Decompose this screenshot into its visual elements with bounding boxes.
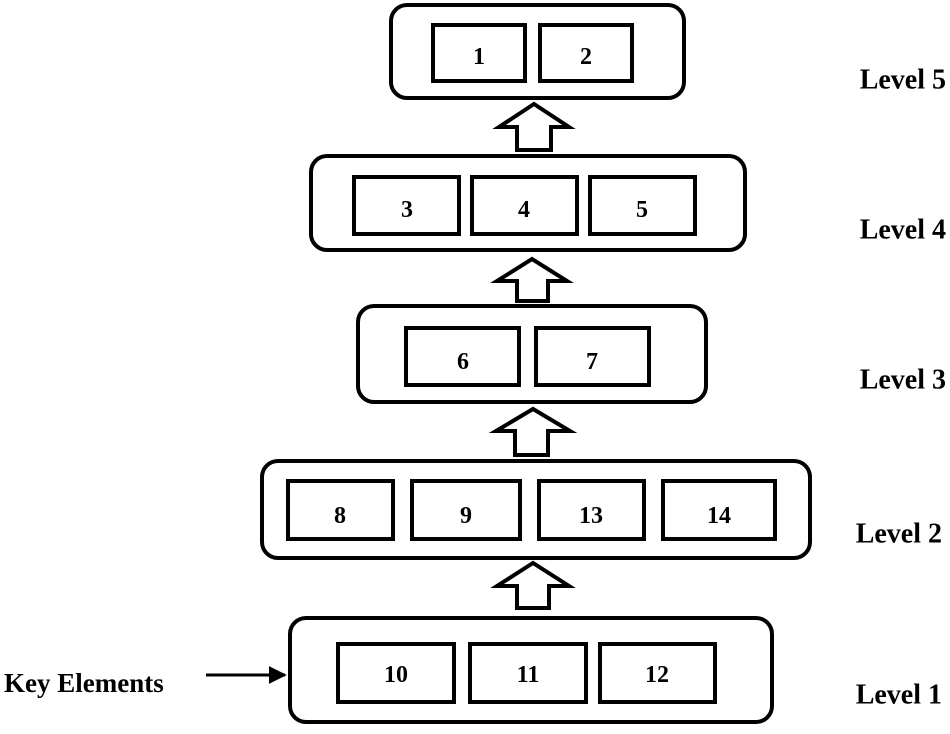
level-label: Level 2 xyxy=(856,519,942,550)
element-label: 14 xyxy=(707,503,731,529)
element-cell xyxy=(286,479,395,541)
element-label: 13 xyxy=(579,503,603,529)
element-cell xyxy=(468,642,588,704)
element-label: 8 xyxy=(334,503,346,529)
element-label: 2 xyxy=(580,44,592,70)
level-3-box xyxy=(356,304,708,404)
element-cell xyxy=(410,479,522,541)
element-cell xyxy=(537,479,646,541)
element-label: 11 xyxy=(517,662,540,688)
element-cell xyxy=(431,23,527,83)
element-cell xyxy=(352,175,461,236)
key-elements-label: Key Elements xyxy=(4,668,164,698)
element-label: 6 xyxy=(457,349,469,375)
element-cell xyxy=(588,175,697,236)
element-label: 7 xyxy=(586,349,598,375)
up-arrow-icon xyxy=(492,101,576,152)
level-2-group: 8 9 13 14 Level 2 xyxy=(260,459,942,560)
level-4-box xyxy=(309,154,747,252)
element-label: 5 xyxy=(636,197,648,223)
element-label: 1 xyxy=(473,44,485,70)
element-cell xyxy=(661,479,777,541)
level-label: Level 4 xyxy=(860,215,946,246)
element-label: 4 xyxy=(518,197,530,223)
element-label: 3 xyxy=(401,197,413,223)
level-1-group: 10 11 12 Level 1 xyxy=(288,616,942,724)
element-label: 10 xyxy=(384,662,408,688)
up-arrow-icon xyxy=(488,406,578,457)
up-arrow-icon xyxy=(490,256,574,303)
element-label: 9 xyxy=(460,503,472,529)
level-2-box xyxy=(260,459,812,560)
element-label: 12 xyxy=(645,662,669,688)
level-label: Level 3 xyxy=(860,365,946,396)
element-cell xyxy=(598,642,717,704)
element-cell xyxy=(336,642,456,704)
level-5-group: 1 2 Level 5 xyxy=(389,3,946,100)
element-cell xyxy=(404,326,521,387)
element-cell xyxy=(470,175,579,236)
level-3-group: 6 7 Level 3 xyxy=(356,304,946,404)
element-cell xyxy=(534,326,651,387)
level-1-box xyxy=(288,616,774,724)
level-4-group: 3 4 5 Level 4 xyxy=(309,154,946,252)
up-arrow-icon xyxy=(490,560,576,610)
level-label: Level 5 xyxy=(860,65,946,96)
level-label: Level 1 xyxy=(856,680,942,711)
element-cell xyxy=(538,23,634,83)
level-5-box xyxy=(389,3,686,100)
